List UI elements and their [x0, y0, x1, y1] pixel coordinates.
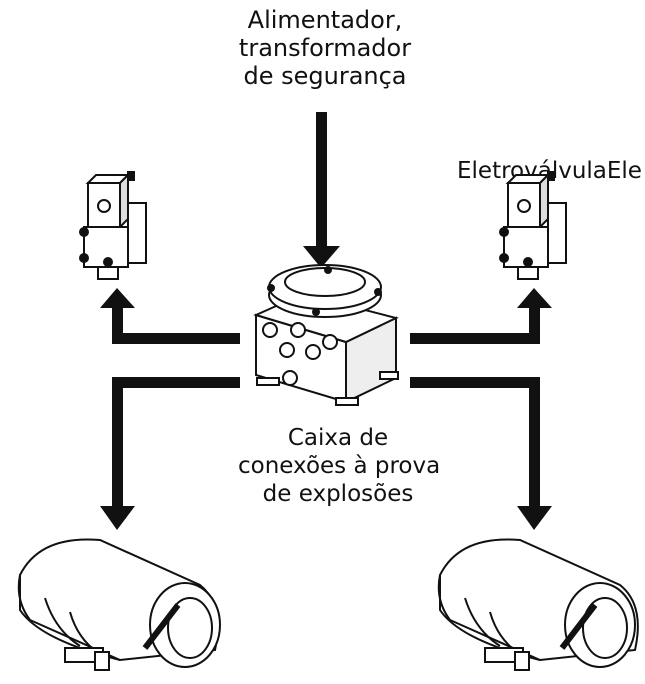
power-supply-label: Alimentador, transformador de segurança [210, 6, 440, 90]
arrow-power-shaft [316, 112, 327, 248]
solenoid-valve-right [499, 171, 567, 280]
junction-box-label: Caixa de conexões à prova de explosões [238, 424, 441, 508]
arrow-right-valve-shaft [529, 306, 540, 344]
junction-box-illustration [253, 264, 399, 406]
junction-box-label-line-3: de explosões [262, 481, 414, 507]
arrow-power-head [303, 246, 340, 268]
camera-housing-left [17, 538, 221, 671]
arrow-left-valve-head [100, 288, 135, 308]
arrow-left-camera-horizontal [112, 377, 240, 388]
connection-arrows [100, 112, 552, 530]
arrow-left-camera-shaft [112, 377, 123, 510]
arrow-right-camera-horizontal [410, 377, 540, 388]
power-supply-label-line-2: transformador [238, 34, 412, 62]
junction-box-label-line-2: conexões à prova [238, 453, 441, 479]
power-supply-label-line-1: Alimentador, [247, 6, 403, 34]
arrow-right-valve-head [517, 288, 552, 308]
arrow-right-camera-head [517, 506, 552, 530]
solenoid-valve-left [79, 171, 147, 280]
camera-housing-right [437, 538, 639, 671]
arrow-left-valve-horizontal [112, 333, 240, 344]
arrow-right-camera-shaft [529, 377, 540, 510]
junction-box-label-line-1: Caixa de [287, 425, 389, 451]
power-supply-label-line-3: de segurança [243, 62, 407, 90]
arrow-left-camera-head [100, 506, 135, 530]
arrow-left-valve-shaft [112, 306, 123, 344]
arrow-right-valve-horizontal [410, 333, 540, 344]
